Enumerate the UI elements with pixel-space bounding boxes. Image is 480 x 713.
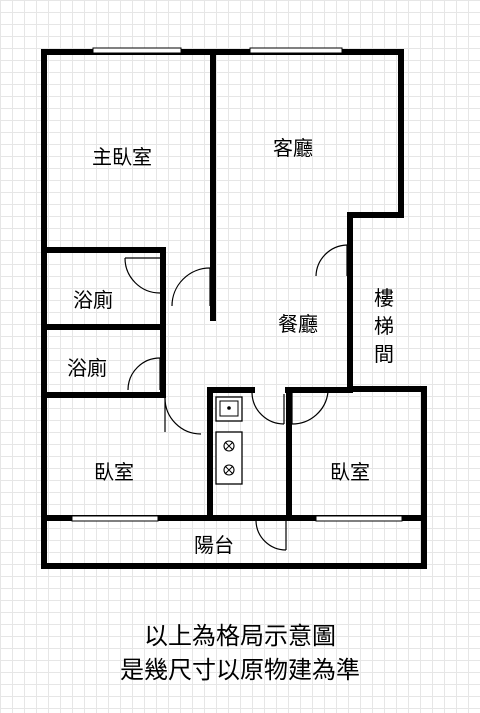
- burner-icon: [223, 464, 235, 476]
- windows: [71, 47, 403, 522]
- door-bedroom-left: [164, 397, 202, 435]
- burner-icon: [223, 440, 235, 452]
- label-dining-room: 餐廳: [278, 312, 318, 336]
- window-balcony-left: [71, 515, 159, 522]
- label-bedroom-left: 臥室: [94, 460, 134, 484]
- door-balcony: [255, 520, 287, 551]
- label-bathroom-2: 浴廁: [67, 356, 107, 380]
- note-line-2: 是幾尺寸以原物建為準: [120, 656, 360, 684]
- stove: [215, 431, 243, 485]
- label-bedroom-right: 臥室: [330, 460, 370, 484]
- label-master-bedroom: 主臥室: [92, 145, 152, 169]
- label-balcony: 陽台: [194, 533, 234, 557]
- window-master-bedroom: [92, 47, 182, 54]
- label-living-room: 客廳: [273, 136, 313, 160]
- door-master-bedroom: [171, 267, 211, 307]
- label-bathroom-1: 浴廁: [73, 288, 113, 312]
- note-line-1: 以上為格局示意圖: [144, 622, 336, 650]
- window-living-room: [249, 47, 343, 54]
- door-stairwell: [315, 244, 348, 277]
- label-stairwell: 樓梯間: [374, 286, 394, 366]
- door-kitchen: [251, 392, 285, 425]
- door-bathroom-1: [124, 257, 161, 294]
- door-bedroom-right: [291, 391, 329, 425]
- kitchen-fixtures: [215, 396, 243, 485]
- door-bathroom-2: [127, 357, 161, 391]
- window-balcony-right: [315, 515, 403, 522]
- doors: [124, 244, 348, 551]
- sink-basin: [219, 400, 239, 417]
